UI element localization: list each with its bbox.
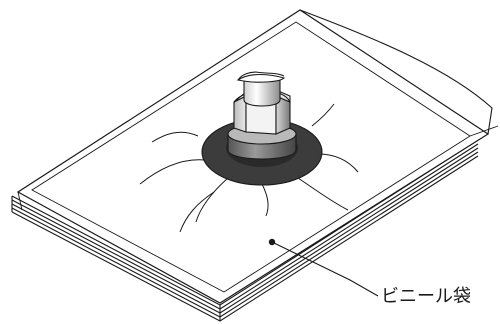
callout-label-plastic-bag: ビニール袋 [381, 288, 471, 306]
